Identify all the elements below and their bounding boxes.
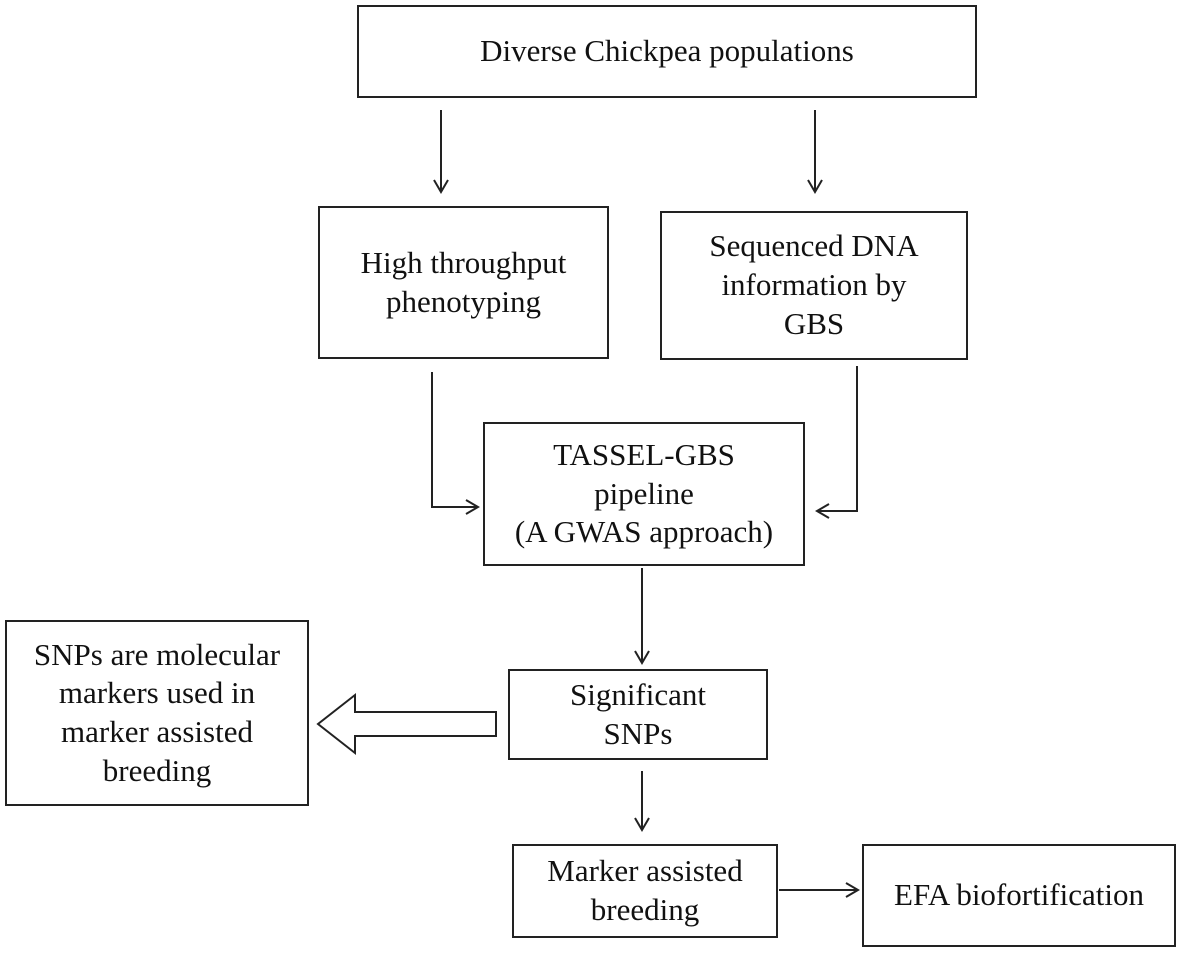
markers-label-line: marker assisted — [61, 714, 253, 749]
edge-sequencing-pipeline — [817, 366, 858, 512]
markers-label-line: breeding — [102, 752, 212, 788]
markers-label-line: markers used in — [58, 675, 256, 711]
arrowhead — [433, 179, 449, 194]
edge-snps-markers-block-arrow — [316, 692, 497, 756]
sequencing-label-line: Sequenced DNA — [709, 228, 919, 264]
arrowhead — [845, 882, 860, 898]
snps-label-line: SNPs — [603, 715, 673, 751]
markers-label-line: SNPs are molecular — [33, 636, 281, 672]
arrowhead — [634, 650, 650, 665]
node-efa: EFA biofortification — [862, 844, 1176, 947]
pipeline-label-line: (A GWAS approach) — [514, 514, 774, 550]
arrowhead — [465, 499, 480, 515]
edge-phenotyping-pipeline — [431, 372, 478, 508]
phenotyping-label-line: High throughput — [360, 244, 567, 280]
snps-label-line: Significant — [569, 676, 707, 712]
sequencing-label-line: GBS — [783, 305, 845, 341]
pipeline-label-line: TASSEL-GBS — [553, 436, 735, 472]
efa-label-line: EFA biofortification — [894, 877, 1144, 913]
node-populations: Diverse Chickpea populations — [357, 5, 977, 98]
arrowhead — [815, 503, 830, 519]
populations-label-line: Diverse Chickpea populations — [480, 33, 854, 69]
pipeline-label-line: pipeline — [594, 475, 694, 511]
sequencing-label-line: information by — [721, 267, 907, 303]
mab-label-line: Marker assisted — [547, 853, 743, 889]
arrowhead — [634, 817, 650, 832]
arrowhead — [807, 179, 823, 194]
phenotyping-label-line: phenotyping — [386, 283, 541, 319]
mab-label-line: breeding — [590, 892, 700, 927]
